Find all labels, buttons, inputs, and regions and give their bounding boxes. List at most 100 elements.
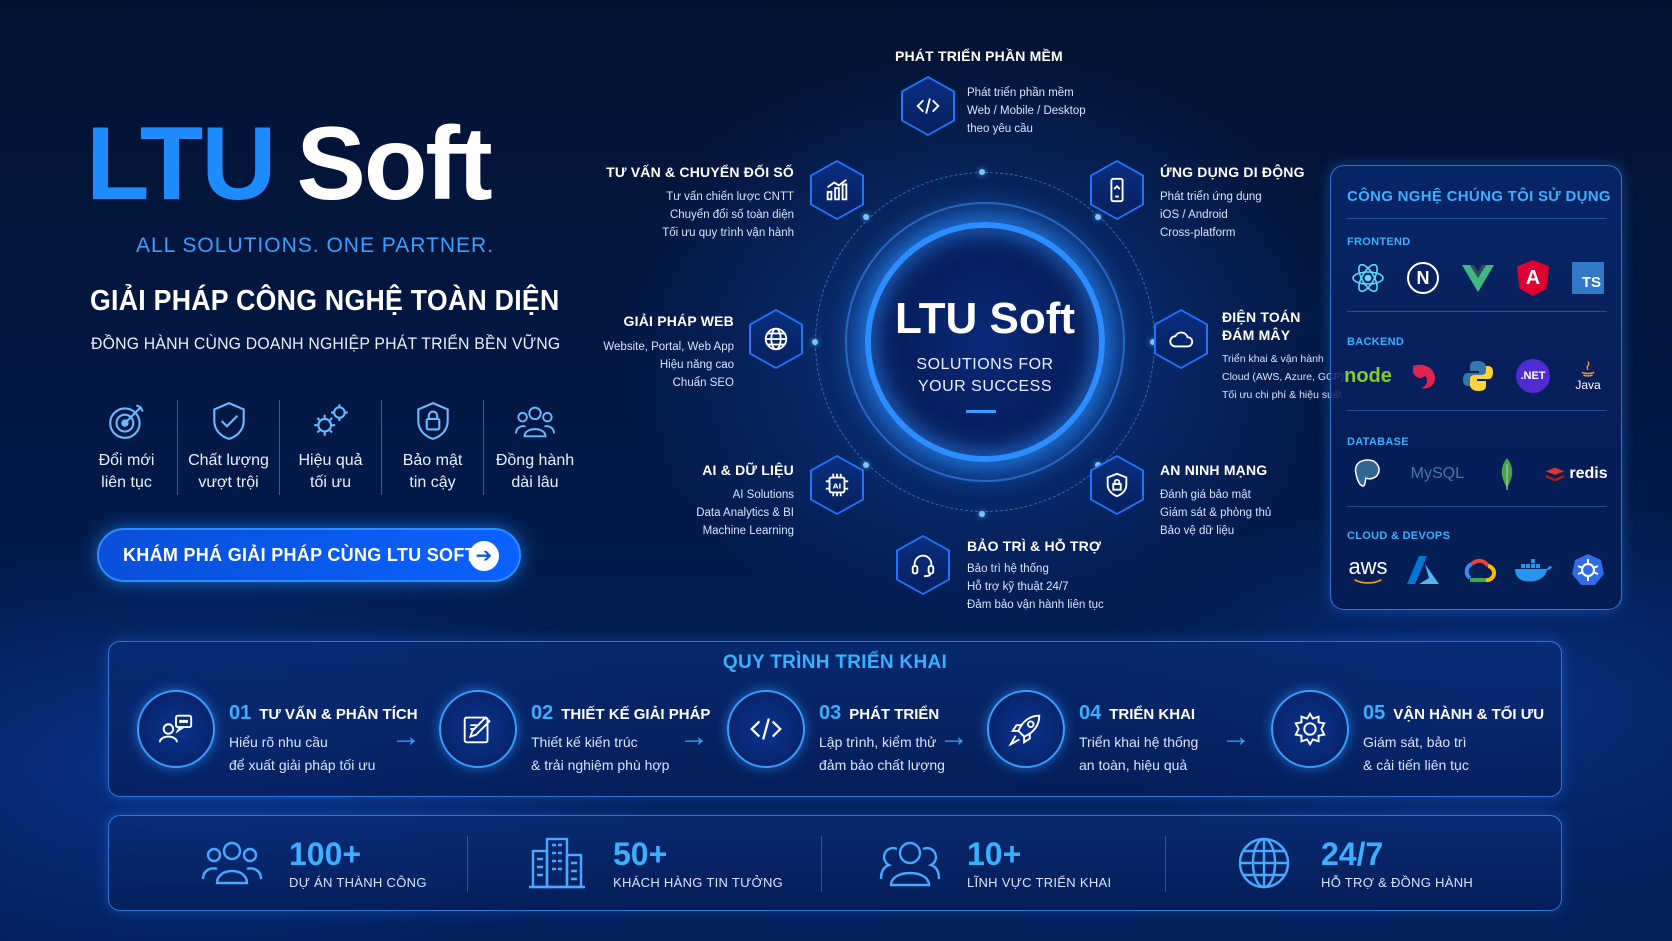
gear-icon	[1294, 711, 1326, 747]
divider	[1347, 218, 1607, 219]
arrow-right-icon: ➔	[469, 541, 499, 571]
step-number: 03	[819, 702, 842, 724]
stat-projects: 100+ DỰ ÁN THÀNH CÔNG	[201, 834, 427, 892]
hub-title: LTU Soft	[894, 294, 1076, 343]
chart-growth-icon	[826, 178, 848, 201]
headset-icon	[911, 554, 935, 578]
ring-dot	[979, 511, 985, 517]
step-title: VẬN HÀNH & TỐI ƯU	[1393, 706, 1545, 723]
nextjs-logo: N	[1400, 258, 1446, 298]
kubernetes-logo	[1565, 550, 1611, 590]
value-quality: Chất lượng vượt trội	[178, 400, 280, 495]
cloud-logos: aws	[1345, 550, 1611, 590]
tech-category-database: DATABASE	[1347, 436, 1409, 448]
step-icon-circle	[727, 690, 805, 768]
service-mobile-badge[interactable]	[1090, 160, 1144, 220]
value-label: Đồng hành dài lâu	[495, 452, 575, 491]
explore-button[interactable]: KHÁM PHÁ GIẢI PHÁP CÙNG LTU SOFT ➔	[97, 528, 521, 582]
tech-category-cloud: CLOUD & DEVOPS	[1347, 530, 1451, 542]
stat-support: 24/7 HỖ TRỢ & ĐỒNG HÀNH	[1233, 834, 1473, 892]
value-security: Bảo mật tin cậy	[382, 400, 484, 495]
hub-divider	[966, 410, 996, 413]
react-logo	[1345, 258, 1391, 298]
service-web-badge[interactable]	[749, 309, 803, 369]
service-web-title: GIẢI PHÁP WEB	[623, 313, 734, 329]
vue-logo	[1455, 258, 1501, 298]
service-maintenance-badge[interactable]	[896, 535, 950, 595]
divider	[467, 836, 468, 892]
stat-clients: 50+ KHÁCH HÀNG TIN TƯỞNG	[525, 834, 783, 892]
mongodb-logo	[1484, 454, 1530, 494]
rocket-icon	[1008, 714, 1041, 747]
globe-icon	[1238, 837, 1290, 889]
design-icon	[463, 716, 491, 744]
aws-logo: aws	[1345, 550, 1391, 590]
value-label: Đổi mới liên tục	[98, 452, 155, 491]
service-ai-badge[interactable]: AI	[810, 455, 864, 515]
shield-lock-icon	[1106, 472, 1128, 498]
ring-dot	[979, 169, 985, 175]
service-security-badge[interactable]	[1090, 455, 1144, 515]
value-innovation: Đổi mới liên tục	[76, 400, 178, 495]
step-arrow-icon: →	[939, 720, 969, 753]
stat-label: HỖ TRỢ & ĐỒNG HÀNH	[1321, 874, 1474, 890]
stat-value: 10+	[967, 835, 1022, 872]
step-title: TRIỂN KHAI	[1109, 706, 1196, 723]
service-consulting-badge[interactable]	[810, 160, 864, 220]
step-title: TƯ VẤN & PHÂN TÍCH	[259, 706, 418, 723]
stat-fields: 10+ LĨNH VỰC TRIỂN KHAI	[879, 834, 1111, 892]
lock-shield-icon	[416, 402, 449, 440]
redis-logo: redis	[1541, 454, 1611, 494]
step-icon-circle	[137, 690, 215, 768]
gears-icon	[313, 404, 348, 436]
stat-label: LĨNH VỰC TRIỂN KHAI	[967, 874, 1112, 890]
service-software-badge[interactable]	[901, 76, 955, 136]
hub-core	[865, 222, 1105, 462]
gcp-logo	[1455, 550, 1501, 590]
step-number: 02	[531, 702, 554, 724]
core-values: Đổi mới liên tục Chất lượng vượt trội Hi…	[76, 400, 586, 495]
ring-dot	[1095, 214, 1101, 220]
divider	[1347, 506, 1607, 507]
people-icon	[201, 841, 263, 885]
step-icon-circle	[439, 690, 517, 768]
brand-part2: Soft	[296, 106, 492, 222]
docker-logo	[1510, 550, 1556, 590]
step-icon-circle	[987, 690, 1065, 768]
divider	[1347, 410, 1607, 411]
mysql-logo: MySQL	[1410, 465, 1464, 482]
java-logo: Java	[1565, 356, 1611, 396]
service-security-title: AN NINH MẠNG	[1160, 462, 1268, 478]
step-arrow-icon: →	[391, 720, 421, 753]
headline: GIẢI PHÁP CÔNG NGHỆ TOÀN DIỆN	[90, 285, 560, 317]
postgresql-logo	[1345, 454, 1391, 494]
tech-stack-panel: CÔNG NGHỆ CHÚNG TÔI SỬ DỤNG FRONTEND N A…	[1330, 165, 1622, 610]
nestjs-logo	[1400, 356, 1446, 396]
subheadline: ĐỒNG HÀNH CÙNG DOANH NGHIỆP PHÁT TRIỂN B…	[91, 334, 561, 353]
group-icon	[879, 841, 941, 887]
smartphone-icon	[1110, 177, 1124, 203]
python-logo	[1455, 356, 1501, 396]
angular-logo: A	[1510, 258, 1556, 298]
explore-button-label: KHÁM PHÁ GIẢI PHÁP CÙNG LTU SOFT	[123, 544, 476, 565]
value-partnership: Đồng hành dài lâu	[484, 400, 586, 495]
step-title: THIẾT KẾ GIẢI PHÁP	[561, 706, 711, 723]
service-maintenance-title: BẢO TRÌ & HỖ TRỢ	[967, 538, 1102, 554]
service-cloud-badge[interactable]	[1154, 309, 1208, 369]
step-number: 01	[229, 702, 252, 724]
service-software-title: PHÁT TRIỂN PHẦN MỀM	[895, 48, 1063, 64]
nodejs-logo: node	[1344, 364, 1392, 387]
ring-dot	[863, 214, 869, 220]
divider	[1165, 836, 1166, 892]
